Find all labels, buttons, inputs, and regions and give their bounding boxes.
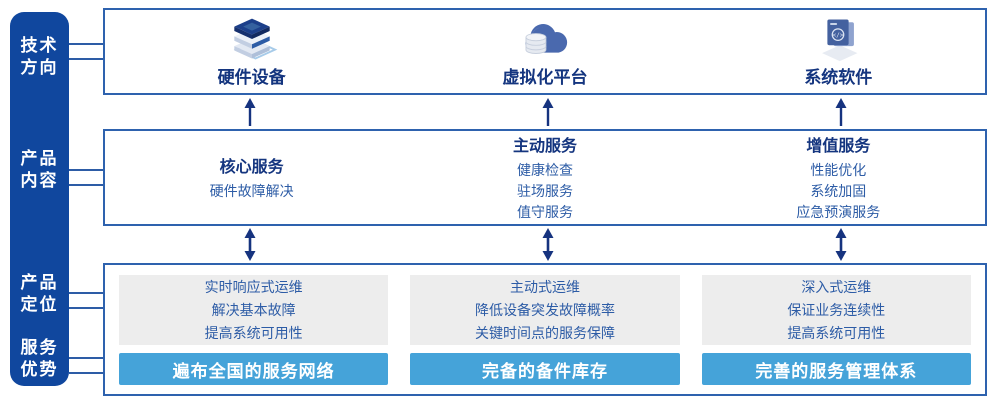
double-arrow-icon — [834, 228, 848, 266]
product-item: 系统加固 — [810, 183, 867, 199]
sidebar-label-product-content: 产品 内容 — [10, 148, 69, 192]
connector-line — [69, 357, 103, 359]
positioning-column-1: 实时响应式运维 解决基本故障 提高系统可用性 遍布全国的服务网络 — [119, 275, 389, 385]
positioning-column-3: 深入式运维 保证业务连续性 提高系统可用性 完善的服务管理体系 — [701, 275, 971, 385]
up-arrow-icon — [243, 98, 257, 132]
positioning-panel: 深入式运维 保证业务连续性 提高系统可用性 — [701, 275, 971, 345]
tech-label-virtualization: 虚拟化平台 — [502, 67, 588, 87]
positioning-point: 深入式运维 — [801, 278, 872, 295]
positioning-point: 实时响应式运维 — [204, 278, 303, 295]
product-item: 值守服务 — [516, 204, 573, 220]
connector-line — [69, 292, 103, 294]
product-item: 健康检查 — [516, 162, 573, 178]
sidebar-label-tech-direction: 技术 方向 — [10, 35, 69, 79]
tech-label-hardware: 硬件设备 — [217, 67, 286, 87]
tech-column-software: </> 系统软件 — [692, 10, 985, 93]
server-stack-icon — [223, 16, 281, 62]
tech-column-hardware: 硬件设备 — [105, 10, 398, 93]
sidebar-label-line: 产品 — [20, 273, 59, 292]
product-item: 驻场服务 — [516, 183, 573, 199]
connector-line — [69, 43, 103, 45]
advantage-bar: 完备的备件库存 — [410, 353, 680, 385]
positioning-panel: 实时响应式运维 解决基本故障 提高系统可用性 — [119, 275, 389, 345]
product-column-value-added: 增值服务 性能优化 系统加固 应急预演服务 — [692, 131, 985, 224]
product-content-frame: 核心服务 硬件故障解决 主动服务 健康检查 驻场服务 值守服务 增值服务 性能优… — [103, 129, 987, 226]
tech-direction-frame: 硬件设备 虚拟化平台 — [103, 8, 987, 95]
sidebar-label-line: 产品 — [20, 149, 59, 168]
advantage-bar: 完善的服务管理体系 — [701, 353, 971, 385]
sidebar-label-line: 优势 — [20, 360, 59, 379]
sidebar-label-line: 技术 — [20, 36, 59, 55]
cloud-database-icon — [516, 16, 574, 62]
svg-text:</>: </> — [833, 32, 844, 39]
up-arrow-icon — [541, 98, 555, 132]
connector-line — [69, 372, 103, 374]
sidebar-label-line: 方向 — [20, 58, 59, 77]
positioning-point: 解决基本故障 — [211, 301, 296, 318]
positioning-column-2: 主动式运维 降低设备突发故障概率 关键时间点的服务保障 完备的备件库存 — [410, 275, 680, 385]
product-item: 应急预演服务 — [796, 204, 881, 220]
sidebar-label-line: 内容 — [20, 171, 59, 190]
sidebar-label-line: 定位 — [20, 295, 59, 314]
product-item: 性能优化 — [810, 162, 867, 178]
connector-line — [69, 184, 103, 186]
product-title: 核心服务 — [219, 159, 284, 176]
sidebar-label-service-advantage: 服务 优势 — [10, 337, 69, 381]
product-item: 硬件故障解决 — [209, 183, 294, 199]
positioning-point: 关键时间点的服务保障 — [474, 324, 615, 341]
tech-label-software: 系统软件 — [804, 67, 873, 87]
product-title: 增值服务 — [806, 138, 871, 155]
up-arrow-icon — [834, 98, 848, 132]
category-sidebar: 技术 方向 产品 内容 产品 定位 服务 优势 — [10, 12, 69, 386]
double-arrow-icon — [243, 228, 257, 266]
positioning-point: 提高系统可用性 — [787, 324, 886, 341]
positioning-point: 提高系统可用性 — [204, 324, 303, 341]
product-column-active: 主动服务 健康检查 驻场服务 值守服务 — [398, 131, 691, 224]
positioning-panel: 主动式运维 降低设备突发故障概率 关键时间点的服务保障 — [410, 275, 680, 345]
software-window-icon: </> — [809, 16, 867, 62]
advantage-bar: 遍布全国的服务网络 — [119, 353, 389, 385]
product-column-core: 核心服务 硬件故障解决 — [105, 131, 398, 224]
sidebar-label-line: 服务 — [20, 338, 59, 357]
product-title: 主动服务 — [512, 138, 577, 155]
positioning-point: 保证业务连续性 — [787, 301, 886, 318]
positioning-point: 主动式运维 — [509, 278, 580, 295]
connector-line — [69, 307, 103, 309]
tech-column-virtualization: 虚拟化平台 — [398, 10, 691, 93]
double-arrow-icon — [541, 228, 555, 266]
connector-line — [69, 58, 103, 60]
positioning-point: 降低设备突发故障概率 — [474, 301, 615, 318]
sidebar-label-product-positioning: 产品 定位 — [10, 272, 69, 316]
positioning-frame: 实时响应式运维 解决基本故障 提高系统可用性 遍布全国的服务网络 主动式运维 降… — [103, 263, 987, 396]
connector-line — [69, 169, 103, 171]
